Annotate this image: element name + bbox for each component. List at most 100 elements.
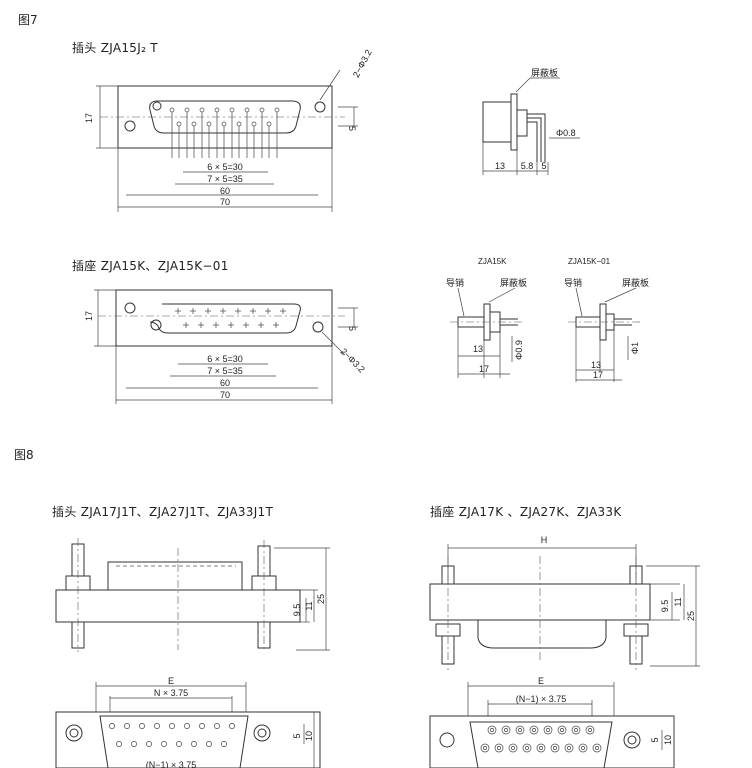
fig7-socket-width-b: 70	[220, 390, 230, 400]
pin	[214, 107, 220, 113]
fig7-plug-offset-dim: 5	[347, 126, 357, 131]
figure-8-label: 图8	[14, 448, 34, 462]
fig8-plug-h1: 9.5	[292, 604, 302, 617]
fig8-socket-v10: 10	[663, 735, 673, 745]
fig7-socket-b-dia: Φ1	[630, 342, 640, 354]
pin	[229, 723, 235, 729]
contact	[543, 725, 553, 735]
contact	[494, 743, 504, 753]
fig7-socket-a-d1: 13	[473, 344, 483, 354]
fig7-plug-side-d3: 5	[541, 161, 546, 171]
fig8-socket-side-drawing	[429, 544, 700, 670]
pin	[274, 107, 280, 113]
pin	[124, 723, 130, 729]
contact	[550, 743, 560, 753]
fig8-socket-e: E	[538, 676, 544, 686]
pin	[176, 741, 182, 747]
fig7-socket-b-d2: 17	[593, 370, 603, 380]
fig8-socket-h3: 25	[686, 611, 696, 621]
fig7-plug-width-a: 60	[220, 186, 230, 196]
pin	[259, 107, 265, 113]
fig8-plug-h2: 11	[304, 601, 314, 610]
contact	[480, 743, 490, 753]
fig8-plug-v10: 10	[304, 731, 314, 741]
fig7-plug-side-d2: 5.8	[521, 161, 534, 171]
fig7-plug-pitch-b: 7 × 5=35	[207, 174, 243, 184]
fig8-socket-front-drawing	[429, 682, 675, 768]
fig7-socket-width-a: 60	[220, 378, 230, 388]
pin	[161, 741, 167, 747]
pin	[214, 723, 220, 729]
fig7-socket-b-guide-label: 导销	[564, 277, 582, 288]
pin	[191, 121, 197, 127]
fig8-plug-n: N × 3.75	[154, 688, 188, 698]
fig7-socket-side-b-model: ZJA15K−01	[568, 257, 611, 266]
contact-core	[504, 728, 508, 732]
pin	[221, 121, 227, 127]
contact-core	[567, 746, 571, 750]
contact	[585, 725, 595, 735]
pin	[251, 121, 257, 127]
fig7-plug-shield-label: 屏蔽板	[531, 67, 558, 78]
pin	[116, 741, 122, 747]
contact-core	[518, 728, 522, 732]
fig7-socket-a-dia: Φ0.9	[514, 340, 524, 360]
fig7-socket-side-b-drawing	[568, 287, 640, 382]
contact	[515, 725, 525, 735]
fig7-plug-pin-dia: Φ0.8	[556, 128, 576, 138]
fig7-socket-hole-dim: 2−Φ3.2	[339, 346, 367, 374]
contact-core	[490, 728, 494, 732]
pin	[236, 121, 242, 127]
fig8-socket-h-dim: H	[541, 535, 548, 545]
fig7-socket-pitch-a: 6 × 5=30	[207, 354, 243, 364]
contact-core	[574, 728, 578, 732]
fig7-socket-b-shield-label: 屏蔽板	[622, 277, 649, 288]
contact-core	[539, 746, 543, 750]
pin	[199, 723, 205, 729]
pin	[184, 723, 190, 729]
fig7-plug-front-drawing	[96, 69, 358, 212]
pin	[191, 741, 197, 747]
contact-core	[497, 746, 501, 750]
contact	[578, 743, 588, 753]
contact-core	[588, 728, 592, 732]
fig8-plug-side-drawing	[55, 538, 330, 652]
fig7-socket-pitch-b: 7 × 5=35	[207, 366, 243, 376]
contact-core	[483, 746, 487, 750]
fig8-socket-h2: 11	[673, 597, 683, 606]
contact	[592, 743, 602, 753]
fig7-socket-offset-dim: 5	[347, 326, 357, 331]
pin	[169, 723, 175, 729]
fig7-plug-width-b: 70	[220, 197, 230, 207]
pin	[154, 723, 160, 729]
contact	[557, 725, 567, 735]
contact	[536, 743, 546, 753]
pin	[109, 723, 115, 729]
fig7-plug-side-drawing	[482, 77, 580, 175]
fig8-plug-n1: (N−1) × 3.75	[146, 760, 197, 768]
pin	[169, 107, 175, 113]
pin	[229, 107, 235, 113]
fig7-plug-hole-dim: 2−Φ3.2	[351, 48, 374, 79]
fig7-socket-a-guide-label: 导销	[446, 277, 464, 288]
fig7-socket-a-d2: 17	[479, 364, 489, 374]
fig8-socket-v5: 5	[650, 737, 660, 742]
contact-core	[581, 746, 585, 750]
contact-core	[560, 728, 564, 732]
fig8-plug-h3: 25	[316, 594, 326, 604]
fig7-plug-height-dim: 17	[84, 113, 94, 123]
fig8-socket-h1: 9.5	[660, 600, 670, 613]
pin	[221, 741, 227, 747]
fig8-plug-e: E	[168, 676, 174, 686]
contact	[529, 725, 539, 735]
contact-core	[595, 746, 599, 750]
fig7-plug-title: 插头 ZJA15J₂ T	[72, 41, 158, 55]
fig7-socket-a-shield-label: 屏蔽板	[500, 277, 527, 288]
fig8-plug-title: 插头 ZJA17J1T、ZJA27J1T、ZJA33J1T	[52, 505, 274, 519]
fig7-plug-side-d1: 13	[495, 161, 505, 171]
fig7-plug-pitch-a: 6 × 5=30	[207, 162, 243, 172]
contact-core	[511, 746, 515, 750]
pin	[266, 121, 272, 127]
pin	[139, 723, 145, 729]
fig8-socket-n1: (N−1) × 3.75	[516, 694, 567, 704]
